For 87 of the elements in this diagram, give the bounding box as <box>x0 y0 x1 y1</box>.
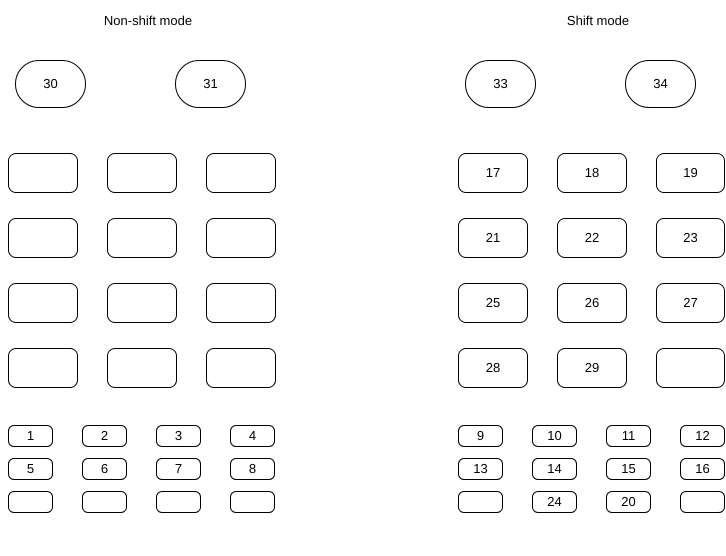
small-key <box>8 458 53 480</box>
small-key <box>8 425 53 447</box>
key <box>107 218 177 258</box>
key-label: 11 <box>622 427 636 446</box>
small-key <box>156 491 201 513</box>
small-key <box>680 491 725 513</box>
key-label: 6 <box>100 460 108 478</box>
key-label: 30 <box>43 75 58 94</box>
small-key <box>680 458 725 480</box>
key-label: 15 <box>621 460 636 478</box>
key-label: 20 <box>621 493 636 512</box>
small-key <box>532 425 577 447</box>
key-label: 1 <box>26 427 34 446</box>
oval-key <box>625 60 696 108</box>
key <box>8 218 78 258</box>
small-key <box>230 425 275 447</box>
key-label: 17 <box>486 164 500 182</box>
key-label: 9 <box>476 427 484 446</box>
key-label: 2 <box>100 427 108 446</box>
key <box>8 348 78 388</box>
small-key <box>458 491 503 513</box>
oval-key <box>15 60 86 108</box>
key-label: 21 <box>486 229 500 248</box>
key <box>656 348 725 388</box>
key-label: 27 <box>683 294 698 312</box>
key-label: 7 <box>174 460 182 478</box>
small-key <box>606 425 651 447</box>
key-label: 34 <box>653 75 668 94</box>
small-key <box>532 491 577 513</box>
key-label: 33 <box>493 75 508 94</box>
key-label: 10 <box>547 427 562 446</box>
small-key <box>532 458 577 480</box>
small-key <box>82 425 127 447</box>
key <box>656 218 725 258</box>
key-label: 29 <box>584 359 600 378</box>
small-key <box>230 491 275 513</box>
small-key <box>8 491 53 513</box>
key-label: 28 <box>486 359 500 378</box>
small-key <box>230 458 275 480</box>
key <box>557 348 627 388</box>
key <box>557 153 627 193</box>
key-label: 5 <box>26 460 34 478</box>
key <box>656 283 725 323</box>
key-label: 3 <box>174 427 182 446</box>
key <box>107 153 177 193</box>
oval-key <box>465 60 536 108</box>
key <box>656 153 725 193</box>
key <box>8 283 78 323</box>
key-label: 18 <box>584 164 600 182</box>
small-key <box>606 491 651 513</box>
key-label: 4 <box>248 427 256 446</box>
panel-title: Shift mode <box>566 12 630 30</box>
key <box>557 283 627 323</box>
key <box>206 153 276 193</box>
small-key <box>82 491 127 513</box>
small-key <box>458 458 503 480</box>
key <box>458 283 528 323</box>
key-label: 14 <box>547 460 562 478</box>
key <box>107 283 177 323</box>
key <box>8 153 78 193</box>
key <box>206 218 276 258</box>
key-label: 12 <box>695 427 710 446</box>
key-label: 19 <box>683 164 698 182</box>
key <box>458 153 528 193</box>
key <box>557 218 627 258</box>
key <box>107 348 177 388</box>
key <box>458 348 528 388</box>
key <box>206 283 276 323</box>
key-label: 16 <box>695 460 710 478</box>
key-label: 22 <box>584 229 600 248</box>
key <box>458 218 528 258</box>
key-label: 25 <box>486 294 500 312</box>
oval-key <box>175 60 246 108</box>
small-key <box>680 425 725 447</box>
key-label: 24 <box>547 493 562 512</box>
key-label: 8 <box>248 460 256 478</box>
key-label: 13 <box>473 460 488 478</box>
small-key <box>156 425 201 447</box>
small-key <box>82 458 127 480</box>
key-label: 23 <box>683 229 698 248</box>
key-label: 26 <box>584 294 600 312</box>
small-key <box>606 458 651 480</box>
key <box>206 348 276 388</box>
panel-title: Non-shift mode <box>104 12 192 30</box>
small-key <box>458 425 503 447</box>
key-label: 31 <box>203 75 218 94</box>
small-key <box>156 458 201 480</box>
